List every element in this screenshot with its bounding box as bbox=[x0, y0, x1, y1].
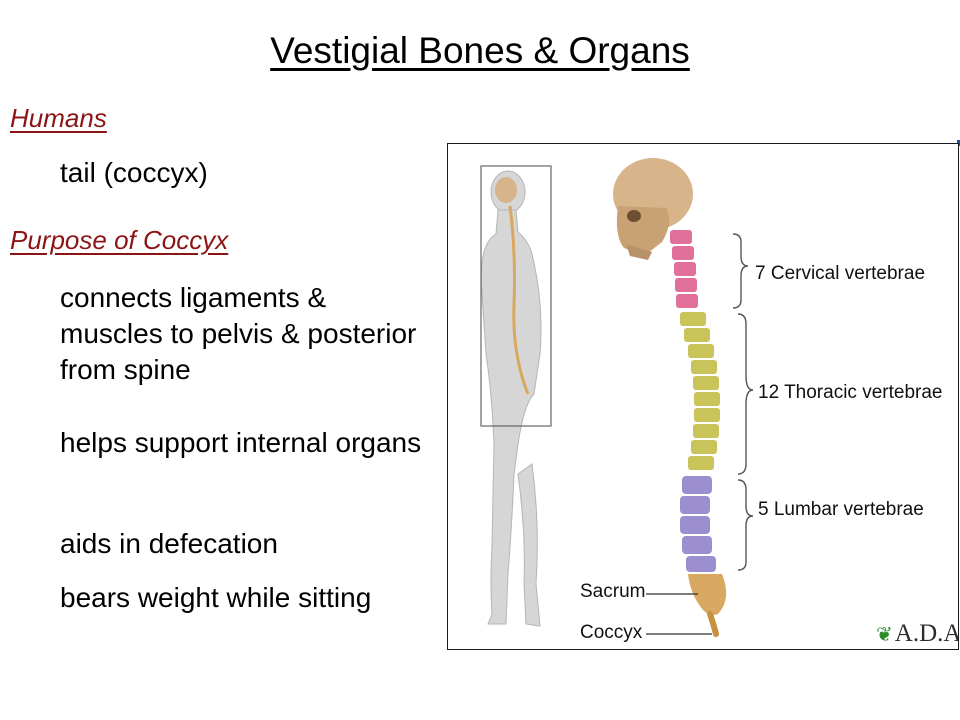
label-thoracic: 12 Thoracic vertebrae bbox=[758, 382, 943, 403]
label-cervical: 7 Cervical vertebrae bbox=[755, 263, 926, 284]
item-aids-defecation: aids in defecation bbox=[60, 528, 278, 559]
coccyx-bone bbox=[707, 611, 719, 637]
spine-anatomy-figure: 7 Cervical vertebrae 12 Thoracic vertebr… bbox=[447, 143, 959, 650]
label-sacrum: Sacrum bbox=[580, 581, 646, 602]
heading-humans: Humans bbox=[10, 103, 107, 133]
logo-text: A.D.A.M. bbox=[894, 620, 958, 647]
spine-illustration bbox=[480, 158, 754, 637]
lumbar-bracket bbox=[737, 479, 754, 571]
item-tail-coccyx: tail (coccyx) bbox=[60, 157, 208, 188]
item-connects-ligaments: connects ligaments & muscles to pelvis &… bbox=[60, 282, 417, 385]
small-spine bbox=[508, 205, 530, 395]
cervical-bracket bbox=[732, 233, 749, 309]
item-supports-organs: helps support internal organs bbox=[60, 427, 422, 458]
adam-logo: ❦A.D.A.M. bbox=[876, 620, 958, 648]
thoracic-bracket bbox=[737, 313, 754, 475]
label-lumbar: 5 Lumbar vertebrae bbox=[758, 499, 924, 520]
lumbar-vertebrae bbox=[680, 476, 716, 572]
label-coccyx: Coccyx bbox=[580, 622, 643, 643]
slide-title: Vestigial Bones & Organs bbox=[270, 30, 690, 71]
cervical-vertebrae bbox=[670, 230, 698, 308]
item-bears-weight: bears weight while sitting bbox=[60, 582, 372, 613]
sacrum-bone bbox=[688, 574, 727, 615]
spine-highlight-box bbox=[480, 165, 552, 427]
heading-purpose-of-coccyx: Purpose of Coccyx bbox=[10, 225, 229, 255]
human-body-silhouette bbox=[480, 170, 542, 627]
small-skull bbox=[495, 177, 517, 203]
large-skull bbox=[613, 158, 693, 260]
thoracic-vertebrae bbox=[680, 312, 720, 470]
leaf-icon: ❦ bbox=[876, 624, 893, 646]
